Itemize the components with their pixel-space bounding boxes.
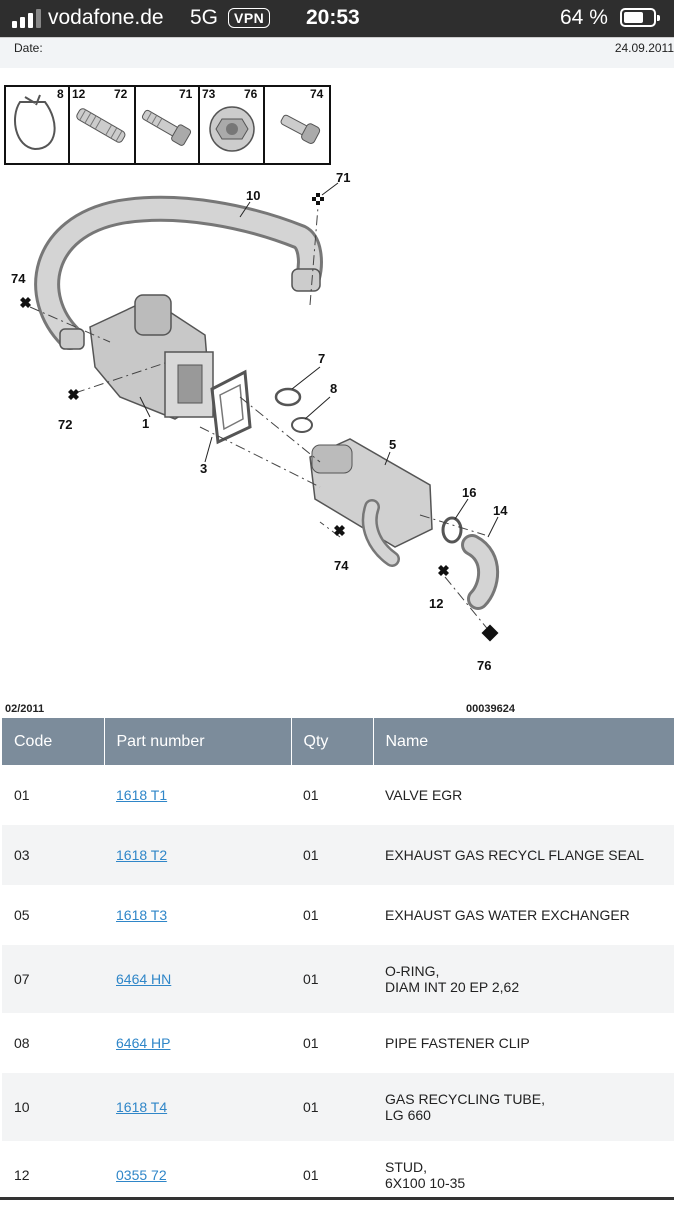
date-bar: Date: 24.09.2011 <box>0 37 674 68</box>
legend-num-76: 76 <box>244 87 258 101</box>
table-header: Code Part number Qty Name <box>2 718 674 765</box>
egr-valve <box>89 294 214 420</box>
name-line-1: O-RING, <box>385 963 440 979</box>
callout-76: 76 <box>477 658 491 673</box>
legend-num-71: 71 <box>179 87 193 101</box>
parts-table: Code Part number Qty Name 01 1618 T1 01 … <box>2 718 674 1209</box>
name-line-1: PIPE FASTENER CLIP <box>385 1035 530 1051</box>
battery-icon <box>620 8 660 27</box>
name-line-1: EXHAUST GAS WATER EXCHANGER <box>385 907 630 923</box>
name-line-1: VALVE EGR <box>385 787 463 803</box>
column-header-part-number[interactable]: Part number <box>104 718 292 765</box>
callout-74-top: 74 <box>11 271 26 286</box>
seal-ring <box>441 516 463 544</box>
network-type: 5G <box>190 6 219 29</box>
callout-12: 12 <box>429 596 443 611</box>
cell-code: 01 <box>14 787 30 803</box>
battery-percent: 64 % <box>560 6 608 29</box>
cell-code: 10 <box>2 1073 104 1141</box>
legend-num-74: 74 <box>310 87 324 101</box>
date-label: Date: <box>14 41 43 55</box>
callout-14: 14 <box>493 503 508 518</box>
cell-name: O-RING,DIAM INT 20 EP 2,62 <box>373 945 674 1013</box>
legend-num-8: 8 <box>57 87 64 101</box>
cell-code: 08 <box>14 1035 30 1051</box>
vpn-badge: VPN <box>228 8 271 28</box>
cell-qty: 01 <box>303 1035 319 1051</box>
callout-5: 5 <box>389 437 396 452</box>
name-line-2: 6X100 10-35 <box>385 1175 466 1191</box>
cell-code: 03 <box>2 825 104 885</box>
cell-qty: 01 <box>303 907 319 923</box>
o-ring <box>274 387 302 407</box>
fastener-legend <box>4 85 331 165</box>
cell-code: 07 <box>2 945 104 1013</box>
part-number-link[interactable]: 1618 T3 <box>116 907 168 923</box>
callout-74-bottom: 74 <box>334 558 349 573</box>
callout-72: 72 <box>58 417 72 432</box>
name-line-1: EXHAUST GAS RECYCL FLANGE SEAL <box>385 847 645 863</box>
cell-code: 05 <box>14 907 30 923</box>
carrier-name: vodafone.de <box>48 6 164 29</box>
cell-code: 12 <box>14 1167 30 1183</box>
legend-num-73: 73 <box>202 87 216 101</box>
name-line-1: STUD, <box>385 1159 427 1175</box>
part-number-link[interactable]: 0355 72 <box>116 1167 167 1183</box>
table-row: 05 1618 T3 01 EXHAUST GAS WATER EXCHANGE… <box>2 885 674 945</box>
legend-num-12: 12 <box>72 87 86 101</box>
flange-seal <box>210 369 252 445</box>
diagram-drawing-number: 00039624 <box>466 703 515 715</box>
date-value: 24.09.2011 <box>614 41 674 55</box>
legend-num-72: 72 <box>114 87 128 101</box>
exploded-parts-diagram: 8 12 72 71 73 76 74 <box>4 85 508 673</box>
callout-10: 10 <box>246 188 260 203</box>
cell-qty: 01 <box>291 1073 373 1141</box>
column-header-code[interactable]: Code <box>2 718 105 765</box>
table-row: 03 1618 T2 01 EXHAUST GAS RECYCL FLANGE … <box>2 825 674 885</box>
part-number-link[interactable]: 1618 T4 <box>116 1099 168 1115</box>
gas-water-exchanger <box>309 438 433 567</box>
cell-name: GAS RECYCLING TUBE,LG 660 <box>373 1073 674 1141</box>
table-row: 12 0355 72 01 STUD,6X100 10-35 <box>2 1141 674 1209</box>
part-number-link[interactable]: 1618 T1 <box>116 787 168 803</box>
name-line-2: LG 660 <box>385 1107 431 1123</box>
table-row: 01 1618 T1 01 VALVE EGR <box>2 765 674 825</box>
clock: 20:53 <box>306 6 360 29</box>
part-number-link[interactable]: 6464 HP <box>116 1035 171 1051</box>
status-bar: vodafone.de 5G VPN 20:53 64 % <box>0 0 674 37</box>
cell-name: STUD,6X100 10-35 <box>373 1141 674 1209</box>
name-line-1: GAS RECYCLING TUBE, <box>385 1091 546 1107</box>
gas-recycling-tube <box>34 195 323 350</box>
table-row: 10 1618 T4 01 GAS RECYCLING TUBE,LG 660 <box>2 1073 674 1141</box>
callout-16: 16 <box>462 485 476 500</box>
cell-qty: 01 <box>303 1167 319 1183</box>
cell-qty: 01 <box>303 787 319 803</box>
column-header-qty[interactable]: Qty <box>291 718 374 765</box>
diagram-date-code: 02/2011 <box>5 703 45 715</box>
callout-71: 71 <box>336 170 350 185</box>
elbow-pipe <box>461 534 500 610</box>
table-row: 07 6464 HN 01 O-RING,DIAM INT 20 EP 2,62 <box>2 945 674 1013</box>
callout-7: 7 <box>318 351 325 366</box>
signal-icon <box>12 9 41 28</box>
cell-name: EXHAUST GAS WATER EXCHANGER <box>373 885 674 945</box>
table-row: 08 6464 HP 01 PIPE FASTENER CLIP <box>2 1013 674 1073</box>
cell-qty: 01 <box>291 825 373 885</box>
part-number-link[interactable]: 1618 T2 <box>116 847 168 863</box>
cell-name: PIPE FASTENER CLIP <box>373 1013 674 1073</box>
column-header-name[interactable]: Name <box>373 718 674 765</box>
name-line-2: DIAM INT 20 EP 2,62 <box>385 979 520 995</box>
bottom-divider <box>0 1197 674 1200</box>
cell-name: EXHAUST GAS RECYCL FLANGE SEAL <box>373 825 674 885</box>
cell-qty: 01 <box>291 945 373 1013</box>
part-number-link[interactable]: 6464 HN <box>116 971 172 987</box>
callout-3: 3 <box>200 461 207 476</box>
callout-1: 1 <box>142 416 149 431</box>
cell-name: VALVE EGR <box>373 765 674 825</box>
callout-8: 8 <box>330 381 337 396</box>
pipe-clip <box>291 417 313 433</box>
